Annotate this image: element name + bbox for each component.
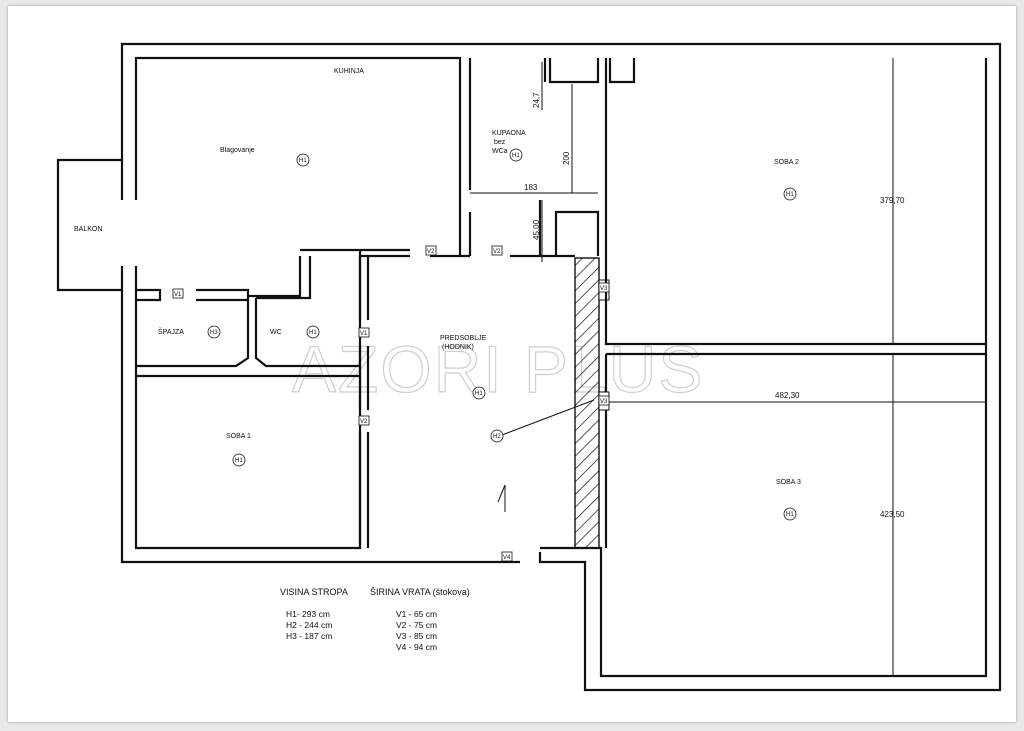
room-label-bathroom: KUPAONA	[492, 130, 526, 137]
door-tag: V2	[491, 245, 503, 256]
legend-item: V3 - 85 cm	[396, 631, 437, 641]
svg-text:V3: V3	[600, 286, 608, 292]
room-label-hallway-2: (HODNIK)	[442, 344, 474, 351]
svg-text:H1: H1	[512, 153, 520, 159]
room-label-kitchen: KUHINJA	[334, 68, 364, 75]
door-tag: V2	[358, 415, 370, 426]
svg-text:V2: V2	[360, 419, 368, 425]
room-label-dining: Blagovanje	[220, 147, 255, 154]
height-marker: H1	[306, 325, 320, 339]
legend-item: H2 - 244 cm	[286, 620, 332, 630]
legend-item: V4 - 94 cm	[396, 642, 437, 652]
room-label-bathroom-3: WCa	[492, 148, 508, 155]
room-label-pantry: ŠPAJZA	[158, 327, 184, 336]
door-tag: V3	[598, 282, 610, 293]
height-marker: H1	[783, 187, 797, 201]
dimension-379-70: 379,70	[880, 196, 905, 205]
door-tag: V3	[598, 395, 610, 406]
height-marker: H2	[490, 429, 504, 443]
dimension-200: 200	[562, 151, 571, 165]
bathroom-walls	[430, 58, 600, 258]
dimension-482-30: 482,30	[775, 391, 800, 400]
legend-item: H3 - 187 cm	[286, 631, 332, 641]
svg-text:V4: V4	[503, 555, 511, 561]
room-label-bathroom-2: bez	[494, 139, 506, 146]
legend-item: V1 - 65 cm	[396, 609, 437, 619]
svg-text:H1: H1	[786, 192, 794, 198]
hallway-walls	[248, 248, 410, 548]
bedroom-walls	[604, 58, 986, 548]
door-tag: V4	[501, 551, 513, 562]
svg-text:V2: V2	[493, 249, 501, 255]
svg-text:H3: H3	[210, 330, 218, 336]
legend-ceiling-title: VISINA STROPA	[280, 587, 348, 597]
svg-text:H1: H1	[786, 512, 794, 518]
legend-item: H1- 293 cm	[286, 609, 330, 619]
dimension-423-50: 423,50	[880, 510, 905, 519]
room-label-wc: WC	[270, 329, 282, 336]
room-label-room-1: SOBA 1	[226, 433, 251, 440]
room-label-room-2: SOBA 2	[774, 159, 799, 166]
room-label-hallway: PREDSOBLJE	[440, 335, 487, 342]
svg-text:H2: H2	[493, 434, 501, 440]
height-marker: H3	[207, 325, 221, 339]
dimension-183: 183	[524, 183, 538, 192]
room-label-room-3: SOBA 3	[776, 479, 801, 486]
height-marker: H1	[232, 453, 246, 467]
height-marker: H1	[472, 386, 486, 400]
door-tag: V2	[425, 245, 437, 256]
room-label-balcony: BALKON	[74, 226, 102, 233]
height-marker: H1	[783, 507, 797, 521]
legend-item: V2 - 75 cm	[396, 620, 437, 630]
svg-text:H1: H1	[309, 330, 317, 336]
svg-text:H1: H1	[299, 158, 307, 164]
balcony-outline	[56, 158, 122, 292]
svg-text:V2: V2	[427, 249, 435, 255]
svg-text:V3: V3	[600, 399, 608, 405]
height-marker: H1	[509, 148, 523, 162]
door-tag: V1	[172, 288, 184, 299]
svg-text:H1: H1	[235, 458, 243, 464]
svg-text:V1: V1	[174, 292, 182, 298]
svg-text:H1: H1	[475, 391, 483, 397]
pantry-wc-walls	[136, 288, 360, 378]
legend-door-widths: ŠIRINA VRATA (štokova) V1 - 65 cm V2 - 7…	[370, 587, 470, 652]
svg-text:V1: V1	[360, 331, 368, 337]
door-tag: V1	[358, 327, 370, 338]
legend-doors-title: ŠIRINA VRATA (štokova)	[370, 587, 470, 597]
dimension-24-7: 24,7	[532, 92, 541, 108]
legend-ceiling-heights: VISINA STROPA H1- 293 cm H2 - 244 cm H3 …	[280, 587, 348, 641]
dimension-45-00: 45,00	[532, 219, 541, 240]
dimension-lines	[470, 58, 986, 676]
height-marker: H1	[296, 153, 310, 167]
drawing-sheet	[8, 6, 1016, 722]
